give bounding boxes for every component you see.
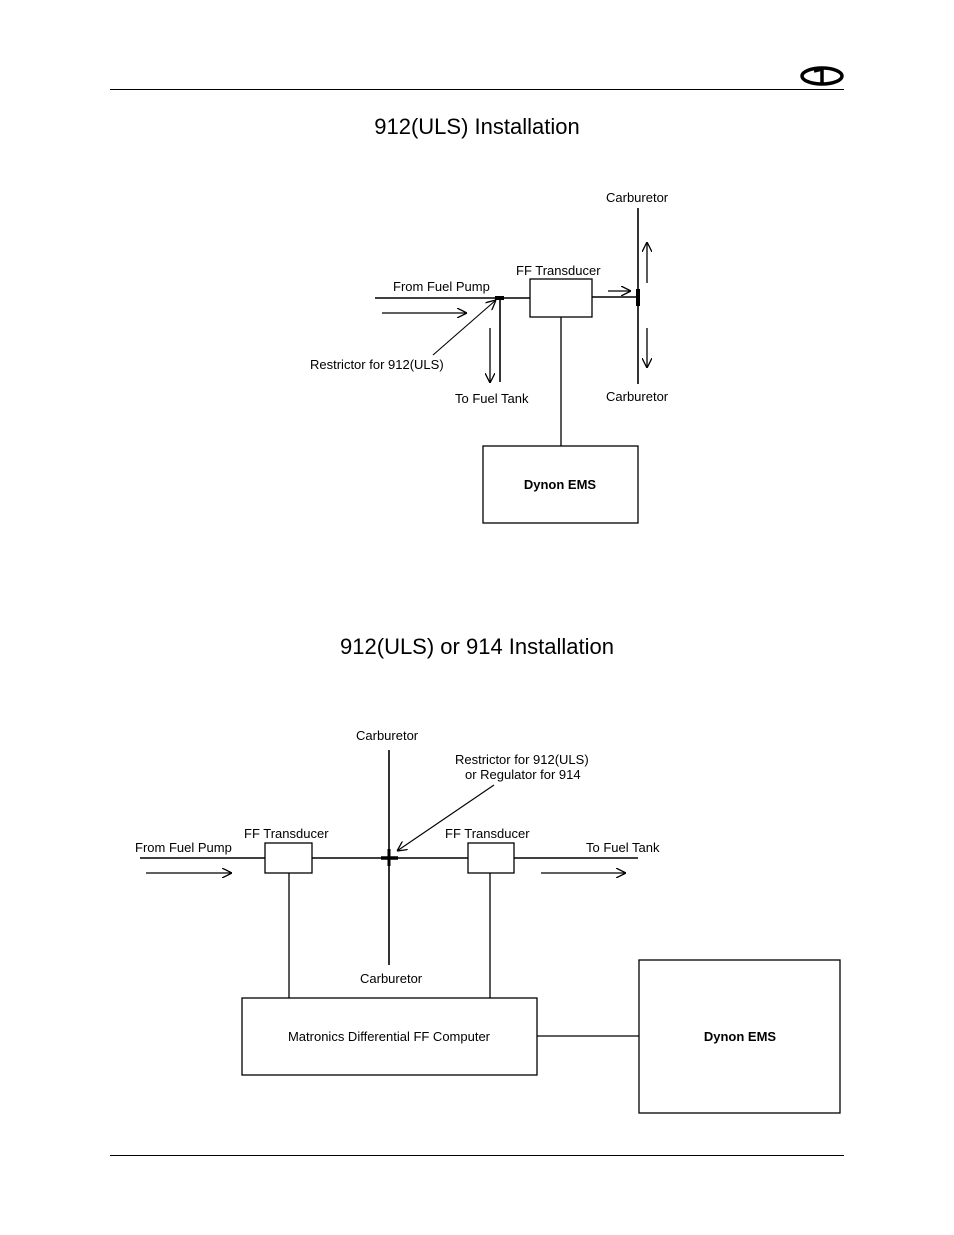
label-to-fuel-tank: To Fuel Tank — [586, 840, 660, 855]
arrow-restrictor-pointer — [397, 784, 495, 851]
label-restrictor: Restrictor for 912(ULS) — [310, 357, 444, 372]
diagram-2-title: 912(ULS) or 914 Installation — [340, 634, 614, 659]
label-ff-transducer-left: FF Transducer — [244, 826, 329, 841]
footer-rule — [110, 1155, 844, 1156]
dynon-logo-icon — [800, 66, 844, 86]
ems-box — [482, 445, 639, 524]
label-ems: Dynon EMS — [704, 1029, 777, 1044]
label-carburetor-top: Carburetor — [356, 728, 419, 743]
diagram-2: Carburetor Restrictor for 912(ULS) or Re… — [135, 728, 841, 1114]
label-ff-transducer-right: FF Transducer — [445, 826, 530, 841]
ems-box — [638, 959, 841, 1114]
diagram-1: Carburetor FF Transducer From Fuel Pump … — [310, 190, 669, 524]
ff-transducer-right-box — [467, 842, 515, 874]
label-carburetor-top: Carburetor — [606, 190, 669, 205]
label-carburetor-bottom: Carburetor — [360, 971, 423, 986]
label-ff-computer: Matronics Differential FF Computer — [288, 1029, 491, 1044]
label-from-fuel-pump: From Fuel Pump — [393, 279, 490, 294]
label-ems: Dynon EMS — [524, 477, 597, 492]
arrow-restrictor-pointer — [432, 300, 496, 356]
diagram-1-title: 912(ULS) Installation — [374, 114, 580, 139]
label-carburetor-bottom: Carburetor — [606, 389, 669, 404]
ff-transducer-box — [529, 278, 593, 318]
label-ff-transducer: FF Transducer — [516, 263, 601, 278]
header-rule — [110, 89, 844, 90]
label-restrictor-line2: or Regulator for 914 — [465, 767, 581, 782]
label-to-fuel-tank: To Fuel Tank — [455, 391, 529, 406]
label-from-fuel-pump: From Fuel Pump — [135, 840, 232, 855]
ff-transducer-left-box — [264, 842, 313, 874]
label-restrictor-line1: Restrictor for 912(ULS) — [455, 752, 589, 767]
